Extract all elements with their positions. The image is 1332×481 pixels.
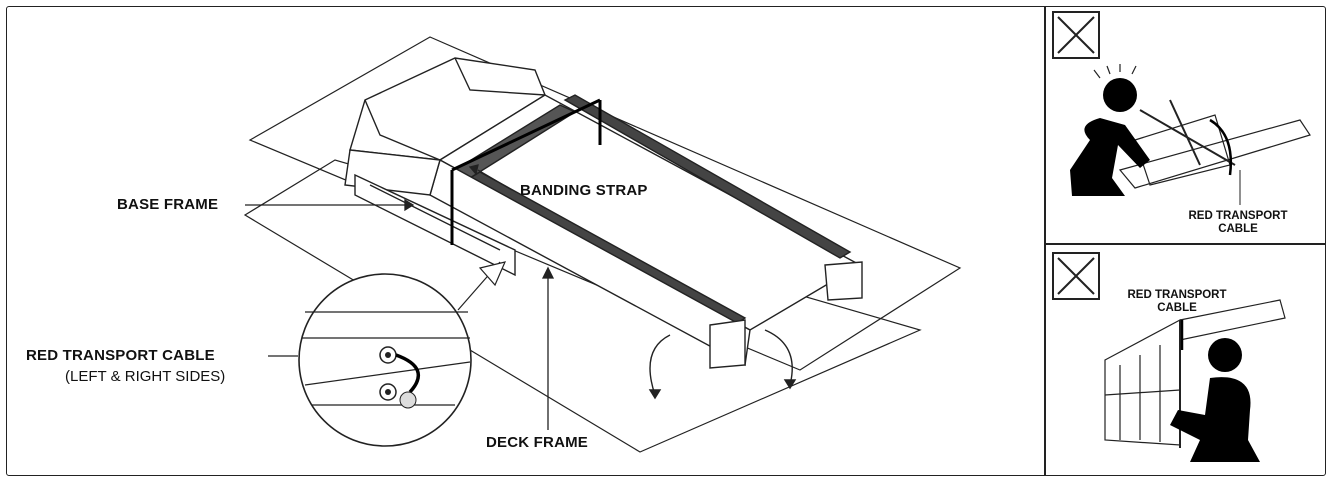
cable-detail-callout — [298, 261, 507, 447]
banding-strap-label: BANDING STRAP — [520, 182, 648, 199]
banding-strap — [450, 98, 602, 245]
lower-floor-plane — [243, 159, 922, 453]
x-mark-icon — [1052, 252, 1100, 300]
sides-note-label: (LEFT & RIGHT SIDES) — [65, 368, 226, 385]
base-frame-label: BASE FRAME — [117, 196, 219, 213]
side-panel-2-label: RED TRANSPORT CABLE — [1117, 289, 1237, 315]
diagram-frame — [6, 6, 1326, 476]
side-panel-2-label-line2: CABLE — [1157, 302, 1197, 314]
panel-divider-vertical — [1044, 6, 1046, 476]
red-transport-cable-label: RED TRANSPORT CABLE — [26, 347, 215, 364]
red-transport-cable-loop — [395, 353, 421, 394]
deck-frame-label: DECK FRAME — [486, 434, 588, 451]
x-mark-icon — [1052, 11, 1100, 59]
side-illustration-2 — [1104, 299, 1286, 462]
side-panel-2-label-line1: RED TRANSPORT — [1127, 289, 1227, 301]
panel-divider-horizontal — [1044, 243, 1326, 245]
banding-strap-leader — [477, 169, 513, 191]
base-frame-arrowhead — [404, 198, 415, 212]
side-panel-1-label: RED TRANSPORT CABLE — [1178, 210, 1298, 236]
side-panel-1-label-line1: RED TRANSPORT — [1188, 210, 1288, 222]
side-illustration-1 — [1070, 64, 1311, 205]
fold-arrows — [648, 329, 797, 400]
side-panel-1-label-line2: CABLE — [1218, 223, 1258, 235]
